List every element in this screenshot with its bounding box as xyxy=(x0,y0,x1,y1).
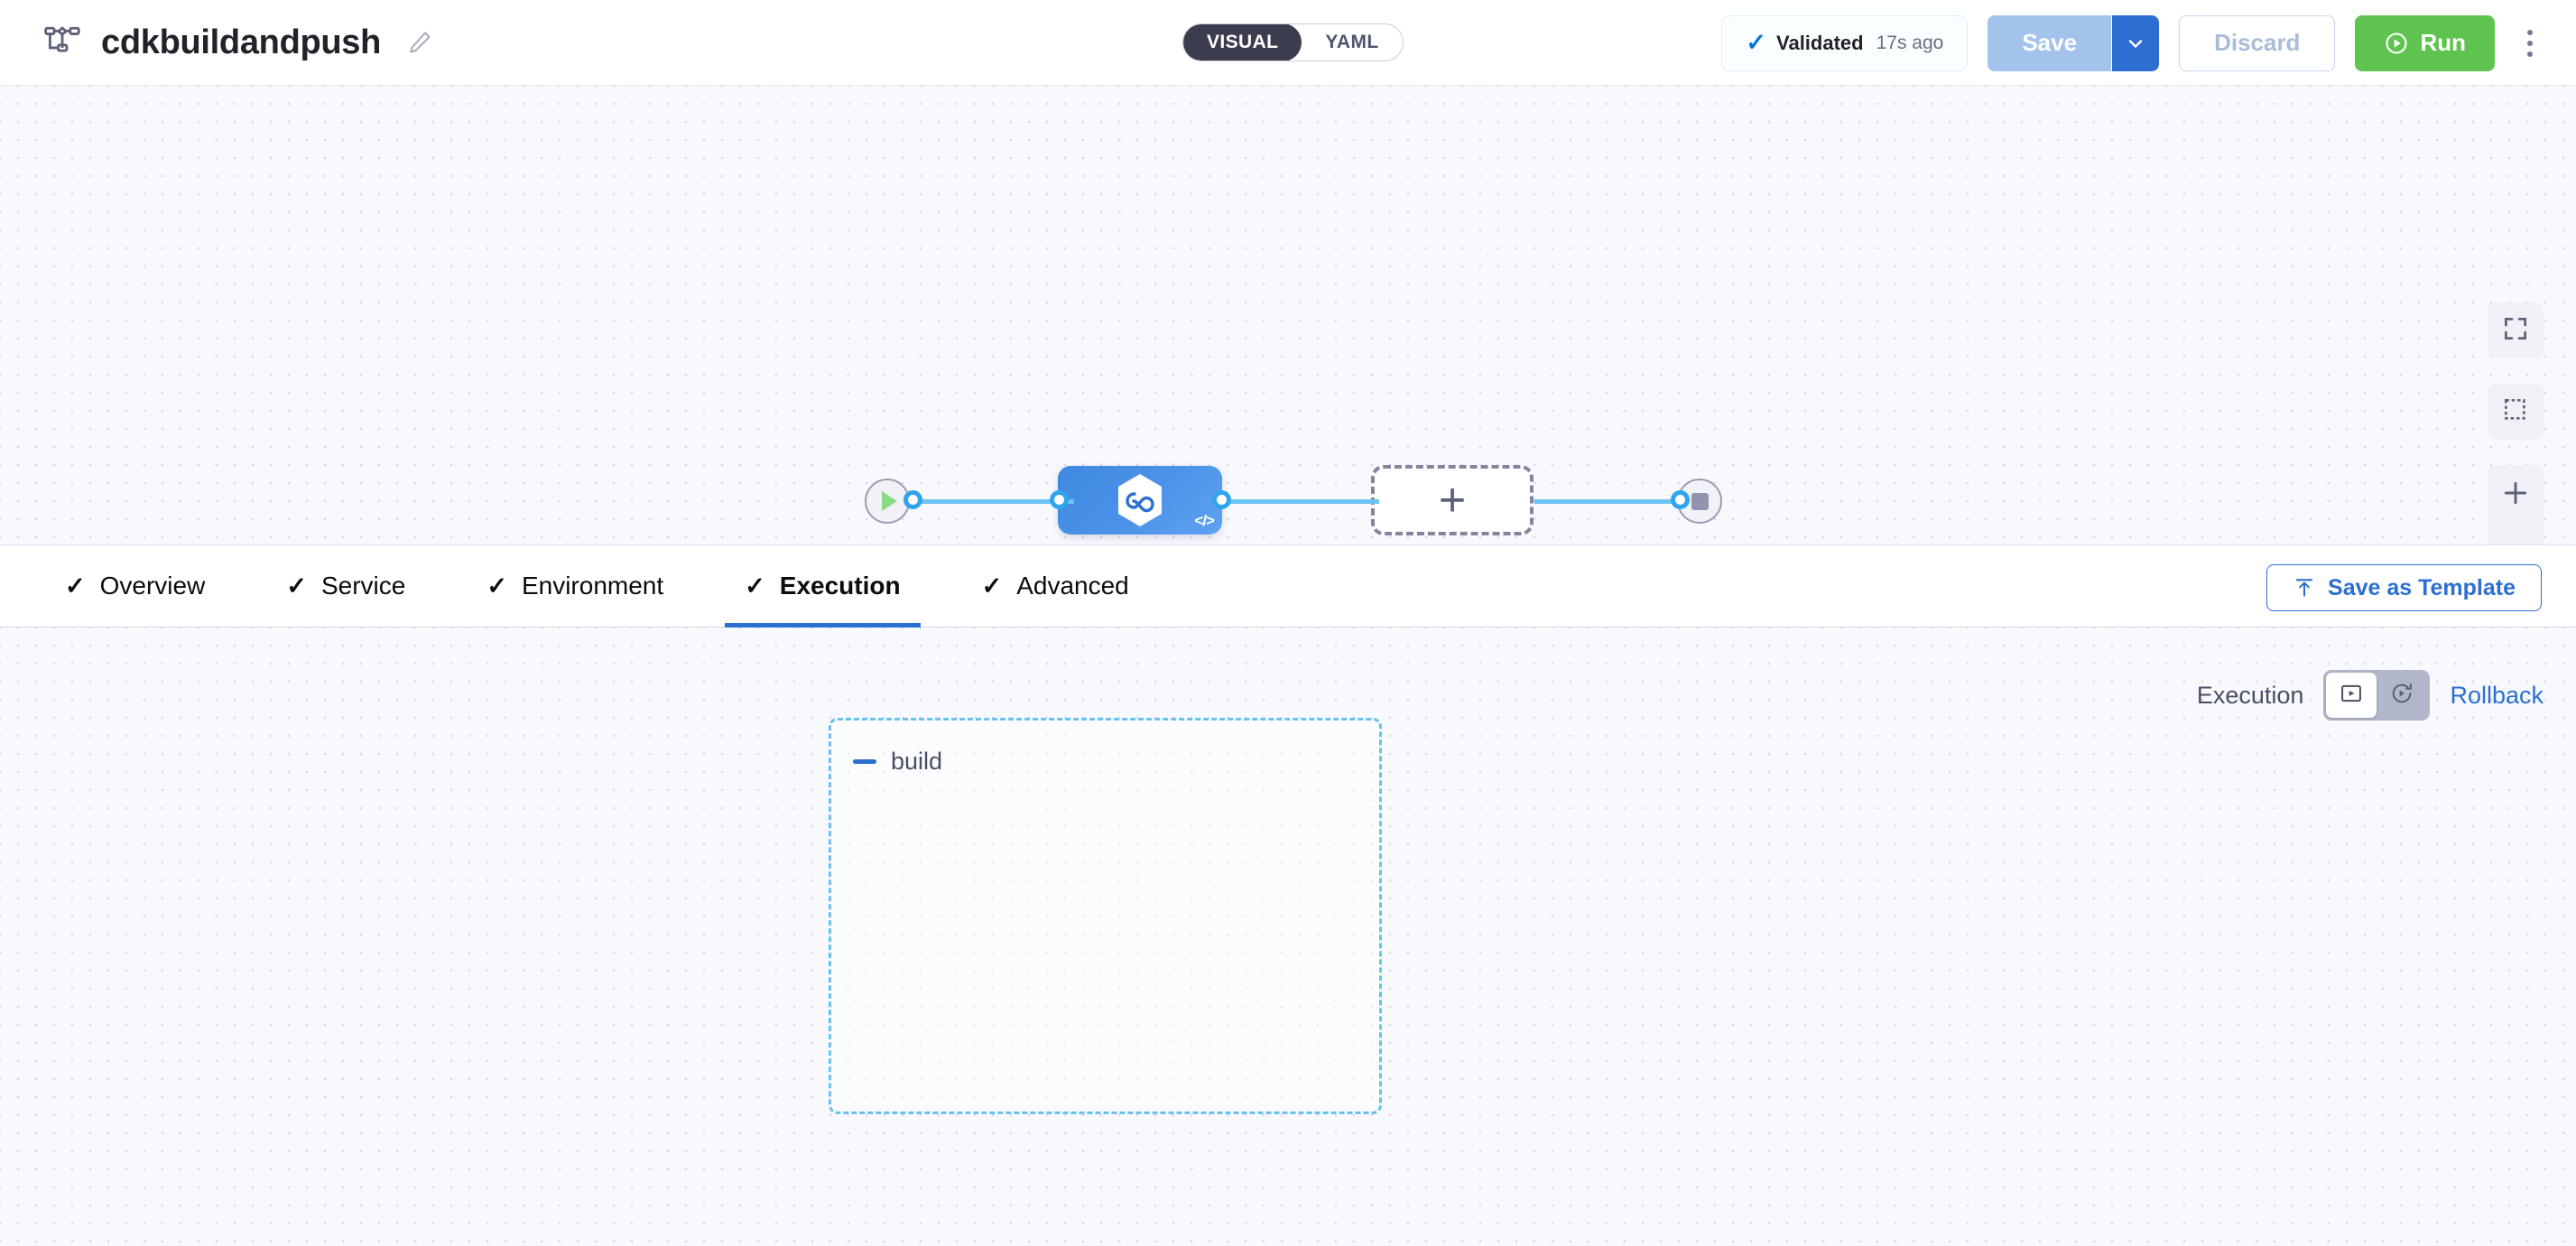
tab-service[interactable]: ✓ Service xyxy=(266,544,425,628)
fullscreen-icon xyxy=(2501,314,2530,348)
tab-label: Environment xyxy=(521,572,664,600)
play-icon xyxy=(865,479,910,524)
execution-rollback-toggle[interactable] xyxy=(2323,670,2431,721)
edge-addstage-to-end xyxy=(1534,499,1688,504)
header-left-group: cdkbuildandpush xyxy=(43,23,433,62)
validated-label: Validated xyxy=(1776,31,1864,54)
mode-yaml[interactable]: YAML xyxy=(1325,32,1379,52)
stage-node-ckd[interactable]: </> xyxy=(1058,466,1222,535)
run-button[interactable]: Run xyxy=(2355,14,2495,71)
tab-advanced[interactable]: ✓ Advanced xyxy=(962,544,1149,628)
zoom-out-button[interactable] xyxy=(2488,521,2544,544)
check-icon: ✓ xyxy=(1746,29,1766,56)
execution-view-toggle[interactable] xyxy=(2326,673,2377,718)
more-vertical-icon[interactable] xyxy=(2515,15,2545,71)
run-label: Run xyxy=(2420,29,2466,56)
execution-label: Execution xyxy=(2196,681,2304,709)
stage-output-port[interactable] xyxy=(1212,490,1231,509)
rotate-play-icon xyxy=(2389,681,2414,711)
pipeline-start-node[interactable] xyxy=(865,479,910,524)
save-as-template-label: Save as Template xyxy=(2328,574,2516,600)
tab-environment[interactable]: ✓ Environment xyxy=(467,544,683,628)
end-input-port[interactable] xyxy=(1671,490,1690,509)
save-button-group[interactable]: Save xyxy=(1988,14,2160,71)
save-button[interactable]: Save xyxy=(1988,14,2113,71)
add-stage-button[interactable]: + xyxy=(1371,465,1534,535)
chevron-down-icon[interactable] xyxy=(2112,14,2160,71)
app-header: cdkbuildandpush VISUAL YAML ✓ Validated … xyxy=(0,0,2576,86)
pipeline-end-node[interactable] xyxy=(1677,479,1722,524)
harness-cd-hexagon-icon xyxy=(1115,472,1165,528)
step-group-title: build xyxy=(891,748,943,775)
save-as-template-button[interactable]: Save as Template xyxy=(2266,564,2542,611)
validated-timestamp: 17s ago xyxy=(1876,32,1944,53)
check-icon: ✓ xyxy=(745,572,765,600)
stage-tabbar: ✓ Overview ✓ Service ✓ Environment ✓ Exe… xyxy=(0,544,2576,628)
pencil-icon[interactable] xyxy=(406,29,433,56)
header-actions: ✓ Validated 17s ago Save Discard Run xyxy=(1721,0,2545,86)
mode-visual[interactable]: VISUAL xyxy=(1183,24,1302,60)
stop-icon xyxy=(1677,479,1722,524)
step-group-build[interactable]: build xyxy=(829,718,1382,1114)
code-badge-icon: </> xyxy=(1194,512,1215,529)
tab-label: Service xyxy=(320,572,406,600)
edge-stage-to-addstage xyxy=(1217,499,1379,504)
tab-label: Overview xyxy=(99,572,206,600)
stage-canvas[interactable]: </> ckd + Add Stage xyxy=(0,86,2576,544)
check-icon: ✓ xyxy=(286,572,307,600)
edge-start-to-stage xyxy=(912,499,1074,504)
check-icon: ✓ xyxy=(65,572,86,600)
rollback-view-toggle[interactable] xyxy=(2377,673,2427,718)
play-box-icon xyxy=(2339,681,2364,711)
tab-label: Advanced xyxy=(1016,572,1129,600)
step-group-header[interactable]: build xyxy=(853,748,942,776)
start-output-port[interactable] xyxy=(903,490,922,509)
stage-canvas-tools xyxy=(2488,302,2544,544)
marquee-select-icon xyxy=(2501,395,2530,429)
stage-input-port[interactable] xyxy=(1050,490,1069,509)
execution-rollback-toolbar: Execution Rol xyxy=(2197,670,2544,721)
selection-box-button[interactable] xyxy=(2488,384,2544,440)
pipeline-flow-icon xyxy=(43,23,81,61)
tab-execution[interactable]: ✓ Execution xyxy=(725,544,922,628)
execution-canvas[interactable]: Execution Rol xyxy=(0,628,2576,1246)
discard-button[interactable]: Discard xyxy=(2179,14,2336,71)
zoom-controls xyxy=(2488,465,2544,544)
plus-icon: + xyxy=(1438,473,1467,526)
minus-icon[interactable] xyxy=(853,759,876,764)
fit-to-screen-button[interactable] xyxy=(2488,302,2544,358)
page-title: cdkbuildandpush xyxy=(101,23,382,61)
tab-overview[interactable]: ✓ Overview xyxy=(45,544,225,628)
status-badge: ✓ Validated 17s ago xyxy=(1721,14,1969,71)
play-circle-icon xyxy=(2384,31,2409,56)
rollback-label: Rollback xyxy=(2450,681,2544,709)
zoom-in-button[interactable] xyxy=(2488,465,2544,521)
check-icon: ✓ xyxy=(981,572,1003,600)
tab-label: Execution xyxy=(779,572,901,600)
visual-yaml-toggle[interactable]: VISUAL YAML xyxy=(1182,23,1404,61)
upload-template-icon xyxy=(2293,576,2316,600)
check-icon: ✓ xyxy=(486,572,507,600)
